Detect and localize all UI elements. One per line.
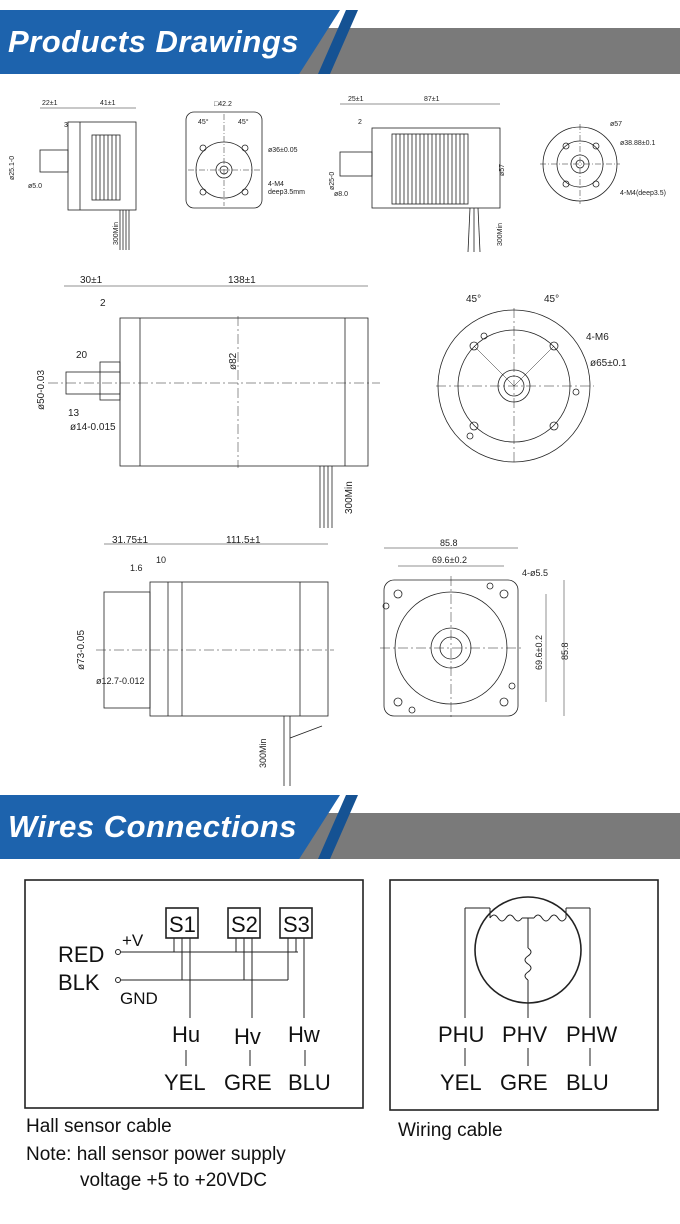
m2-dim-f57: ø57 bbox=[610, 121, 622, 128]
hu-label: Hu bbox=[172, 1022, 200, 1047]
gnd-label: GND bbox=[120, 989, 158, 1008]
m1-dim-pcd: ø36±0.05 bbox=[268, 147, 298, 154]
m2-dim-25: 25±1 bbox=[348, 96, 364, 103]
m4-dim-858: 85.8 bbox=[440, 538, 458, 548]
m1-dim-3: 3 bbox=[64, 122, 68, 129]
m2-dim-holes: 4-M4(deep3.5) bbox=[620, 190, 666, 197]
m3-dim-82: ø82 bbox=[228, 352, 239, 370]
sensor-s1-label: S1 bbox=[169, 912, 196, 937]
m1-dim-45b: 45° bbox=[238, 118, 249, 126]
motor2-front-view: ø57 ø38.88±0.1 4-M4(deep3.5) bbox=[540, 121, 666, 204]
products-drawings-title: Products Drawings bbox=[8, 24, 299, 59]
wires-connections-title: Wires Connections bbox=[8, 809, 297, 844]
m3-dim-13: 13 bbox=[68, 408, 80, 419]
m4-dim-696: 69.6±0.2 bbox=[432, 555, 467, 565]
m1-dim-41: 41±1 bbox=[100, 100, 116, 107]
blk-wire-label: BLK bbox=[58, 970, 100, 995]
m3-dim-45b: 45° bbox=[544, 294, 559, 305]
m3-dim-45a: 45° bbox=[466, 294, 481, 305]
sensor-s3-label: S3 bbox=[283, 912, 310, 937]
phase-wiring-diagram: PHU PHV PHW YEL GRE BLU bbox=[389, 879, 659, 1111]
plus-v-label: +V bbox=[122, 931, 144, 950]
hw-label: Hw bbox=[288, 1022, 320, 1047]
m3-dim-30: 30±1 bbox=[80, 275, 103, 286]
hall-caption-voltage: voltage +5 to +20VDC bbox=[80, 1170, 267, 1191]
m1-dim-deep: deep3.5mm bbox=[268, 189, 305, 196]
m4-dim-696v: 69.6±0.2 bbox=[534, 635, 544, 670]
m1-dim-45a: 45° bbox=[198, 118, 209, 126]
m4-dim-1115: 111.5±1 bbox=[226, 535, 261, 546]
m4-dim-300: 300Min bbox=[258, 738, 268, 768]
m3-dim-138: 138±1 bbox=[228, 275, 256, 286]
m4-dim-holes: 4-ø5.5 bbox=[522, 568, 548, 578]
hall-caption-note: Note: hall sensor power supply bbox=[26, 1144, 286, 1165]
hall-yel-label: YEL bbox=[164, 1070, 206, 1095]
hv-label: Hv bbox=[234, 1024, 261, 1049]
products-drawings-banner: Products Drawings bbox=[0, 10, 680, 74]
m4-dim-16: 1.6 bbox=[130, 563, 143, 573]
phv-label: PHV bbox=[502, 1022, 548, 1047]
m3-dim-300: 300Min bbox=[344, 481, 355, 514]
m3-dim-14: ø14-0.015 bbox=[70, 422, 116, 433]
m3-dim-pcd: ø65±0.1 bbox=[590, 358, 627, 369]
m1-dim-holes: 4-M4 bbox=[268, 181, 284, 188]
m3-dim-holes: 4-M6 bbox=[586, 332, 609, 343]
m4-dim-127: ø12.7-0.012 bbox=[96, 676, 145, 686]
phw-label: PHW bbox=[566, 1022, 618, 1047]
m2-dim-300: 300Min bbox=[497, 223, 504, 246]
m4-dim-3175: 31.75±1 bbox=[112, 535, 149, 546]
motor1-side-view: 22±1 41±1 3 ø25.1-0 ø5.0 300Min bbox=[9, 100, 137, 250]
hall-sensor-diagram: S1 S2 S3 +V GND RED BLK Hu Hv Hw YEL GRE… bbox=[24, 879, 364, 1109]
hall-gre-label: GRE bbox=[224, 1070, 272, 1095]
motor4-front-view: 85.8 69.6±0.2 4-ø5.5 69.6±0.2 85.8 bbox=[380, 538, 570, 720]
m2-dim-87: 87±1 bbox=[424, 96, 440, 103]
m2-dim-shaft: ø25-0 bbox=[329, 172, 336, 190]
banner-blue-bar bbox=[0, 10, 340, 74]
motor3-front-view: 45° 45° 4-M6 ø65±0.1 bbox=[436, 294, 627, 464]
m4-dim-10: 10 bbox=[156, 555, 166, 565]
wiring-cable-caption: Wiring cable bbox=[398, 1120, 503, 1141]
m1-dim-key: ø5.0 bbox=[28, 183, 42, 190]
banner-blue-bar bbox=[0, 795, 340, 859]
motor1-front-view: □42.2 45° 45° ø36±0.05 4-M4 deep3.5mm bbox=[185, 101, 305, 209]
phase-yel-label: YEL bbox=[440, 1070, 482, 1095]
red-wire-label: RED bbox=[58, 942, 104, 967]
m2-dim-57: ø57 bbox=[499, 164, 506, 176]
motor4-side-view: 31.75±1 111.5±1 10 1.6 ø73-0.05 ø12.7-0.… bbox=[76, 535, 334, 786]
phase-blu-label: BLU bbox=[566, 1070, 609, 1095]
m2-dim-2: 2 bbox=[358, 119, 362, 126]
m1-dim-22: 22±1 bbox=[42, 100, 58, 107]
hall-blu-label: BLU bbox=[288, 1070, 331, 1095]
m4-dim-858v: 85.8 bbox=[560, 642, 570, 660]
motor3-side-view: 30±1 138±1 2 20 13 ø50-0.03 ø14-0.015 ø8… bbox=[36, 275, 380, 528]
phu-label: PHU bbox=[438, 1022, 484, 1047]
m1-dim-300: 300Min bbox=[113, 222, 120, 245]
phase-gre-label: GRE bbox=[500, 1070, 548, 1095]
wires-connections-banner: Wires Connections bbox=[0, 795, 680, 859]
sensor-s2-label: S2 bbox=[231, 912, 258, 937]
hall-caption-title: Hall sensor cable bbox=[26, 1116, 172, 1137]
m1-dim-shaft: ø25.1-0 bbox=[9, 156, 16, 180]
m3-dim-20: 20 bbox=[76, 350, 88, 361]
m1-dim-sq: □42.2 bbox=[214, 101, 232, 108]
m3-dim-50: ø50-0.03 bbox=[36, 370, 47, 410]
m2-dim-key: ø8.0 bbox=[334, 191, 348, 198]
m2-dim-pcd: ø38.88±0.1 bbox=[620, 140, 655, 147]
m3-dim-2: 2 bbox=[100, 298, 106, 309]
m4-dim-73: ø73-0.05 bbox=[76, 630, 87, 670]
motor2-side-view: 25±1 87±1 2 ø25-0 ø8.0 ø57 300Min bbox=[329, 96, 506, 253]
